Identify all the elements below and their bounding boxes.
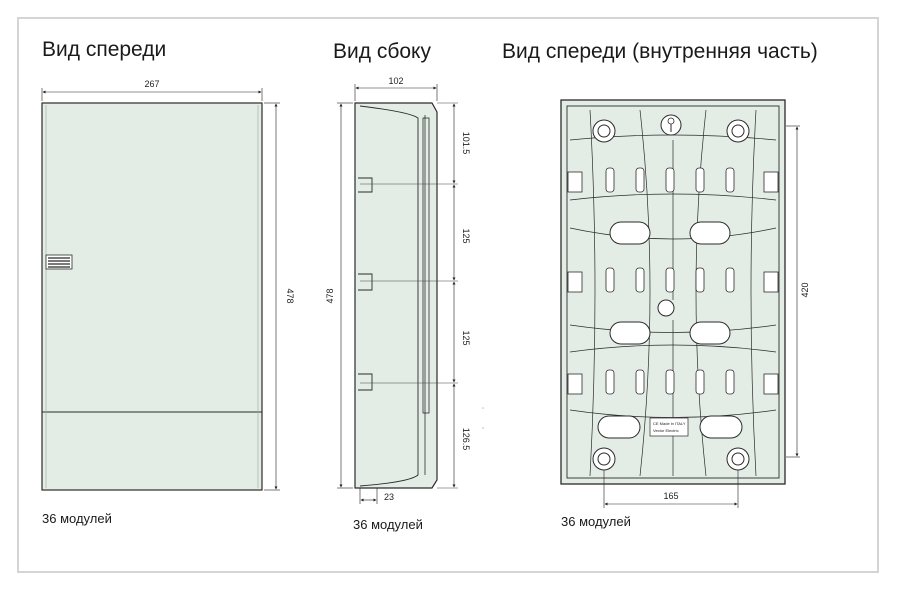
slot-row-bottom (605, 369, 735, 395)
side-body (354, 102, 438, 489)
slot-row-middle (605, 267, 735, 293)
side-view-caption: 36 модулей (353, 517, 423, 532)
knockout-ovals (597, 221, 743, 439)
slot-row-top (605, 167, 735, 193)
side-depth-label: 102 (388, 76, 403, 86)
side-seg2-label: 125 (461, 228, 471, 243)
keyhole-icon (660, 114, 682, 136)
front-view-title: Вид спереди (42, 38, 167, 61)
side-view-drawing: 101.5 125 125 126.5 102 478 23 (325, 76, 484, 504)
side-bottom-label: 23 (384, 492, 394, 502)
inner-view-caption: 36 модулей (561, 514, 631, 529)
front-width-label: 267 (144, 79, 159, 89)
label-plate (649, 417, 689, 437)
inner-height-label: 420 (800, 282, 810, 297)
front-panel (41, 102, 263, 491)
inner-inner-frame (566, 105, 780, 479)
side-seg4-label: 126.5 (461, 428, 471, 451)
door-handle-icon (45, 254, 73, 270)
front-view-caption: 36 модулей (42, 511, 112, 526)
side-seg3-label: 125 (461, 330, 471, 345)
label-ce: CE Made in ITALY (653, 421, 686, 426)
side-reference-lines (360, 102, 458, 489)
front-view-drawing: 267 478 (41, 79, 295, 491)
side-din-rail (422, 117, 430, 414)
side-door-curve (359, 105, 419, 487)
side-view-title: Вид сбоку (333, 40, 431, 63)
side-clips (358, 177, 373, 391)
mounting-hole-icons (592, 119, 750, 471)
center-hole-icon (657, 299, 675, 317)
inner-view-title: Вид спереди (внутренняя часть) (502, 40, 818, 63)
side-height-label: 478 (325, 288, 335, 303)
inner-view-drawing: CE Made in ITALY Vector Electric 420 165 (560, 99, 810, 508)
inner-width-label: 165 (663, 491, 678, 501)
side-seg1-label: 101.5 (461, 132, 471, 155)
label-brand: Vector Electric (653, 428, 679, 433)
inner-side-clips (567, 171, 779, 395)
front-height-label: 478 (285, 288, 295, 303)
